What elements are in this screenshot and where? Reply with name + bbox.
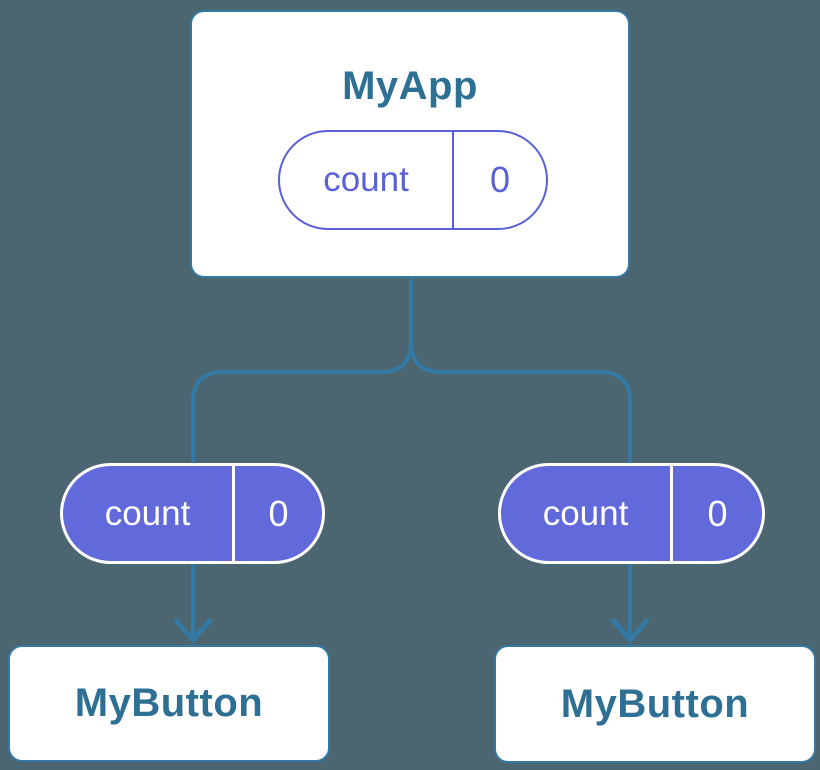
left-branch-connector xyxy=(191,340,413,636)
pill-divider xyxy=(232,466,235,561)
left-prop-pill: count 0 xyxy=(60,463,325,564)
right-prop-pill: count 0 xyxy=(498,463,765,564)
prop-name-label: count xyxy=(104,493,191,533)
right-mybutton-node: MyButton xyxy=(494,645,816,763)
left-mybutton-node: MyButton xyxy=(8,645,330,762)
right-branch-connector xyxy=(409,340,632,636)
left-mybutton-title: MyButton xyxy=(74,681,264,725)
prop-value-label: 0 xyxy=(268,492,289,534)
state-value-label: 0 xyxy=(489,159,511,200)
left-arrowhead-icon xyxy=(173,617,213,644)
pill-divider xyxy=(452,132,454,228)
prop-value-label: 0 xyxy=(707,492,728,534)
pill-divider xyxy=(670,466,673,561)
state-name-label: count xyxy=(323,160,409,199)
myapp-title: MyApp xyxy=(342,64,478,108)
right-arrowhead-icon xyxy=(610,617,650,644)
prop-name-label: count xyxy=(542,493,629,533)
myapp-state-pill: count 0 xyxy=(278,130,548,230)
right-mybutton-title: MyButton xyxy=(560,681,750,726)
